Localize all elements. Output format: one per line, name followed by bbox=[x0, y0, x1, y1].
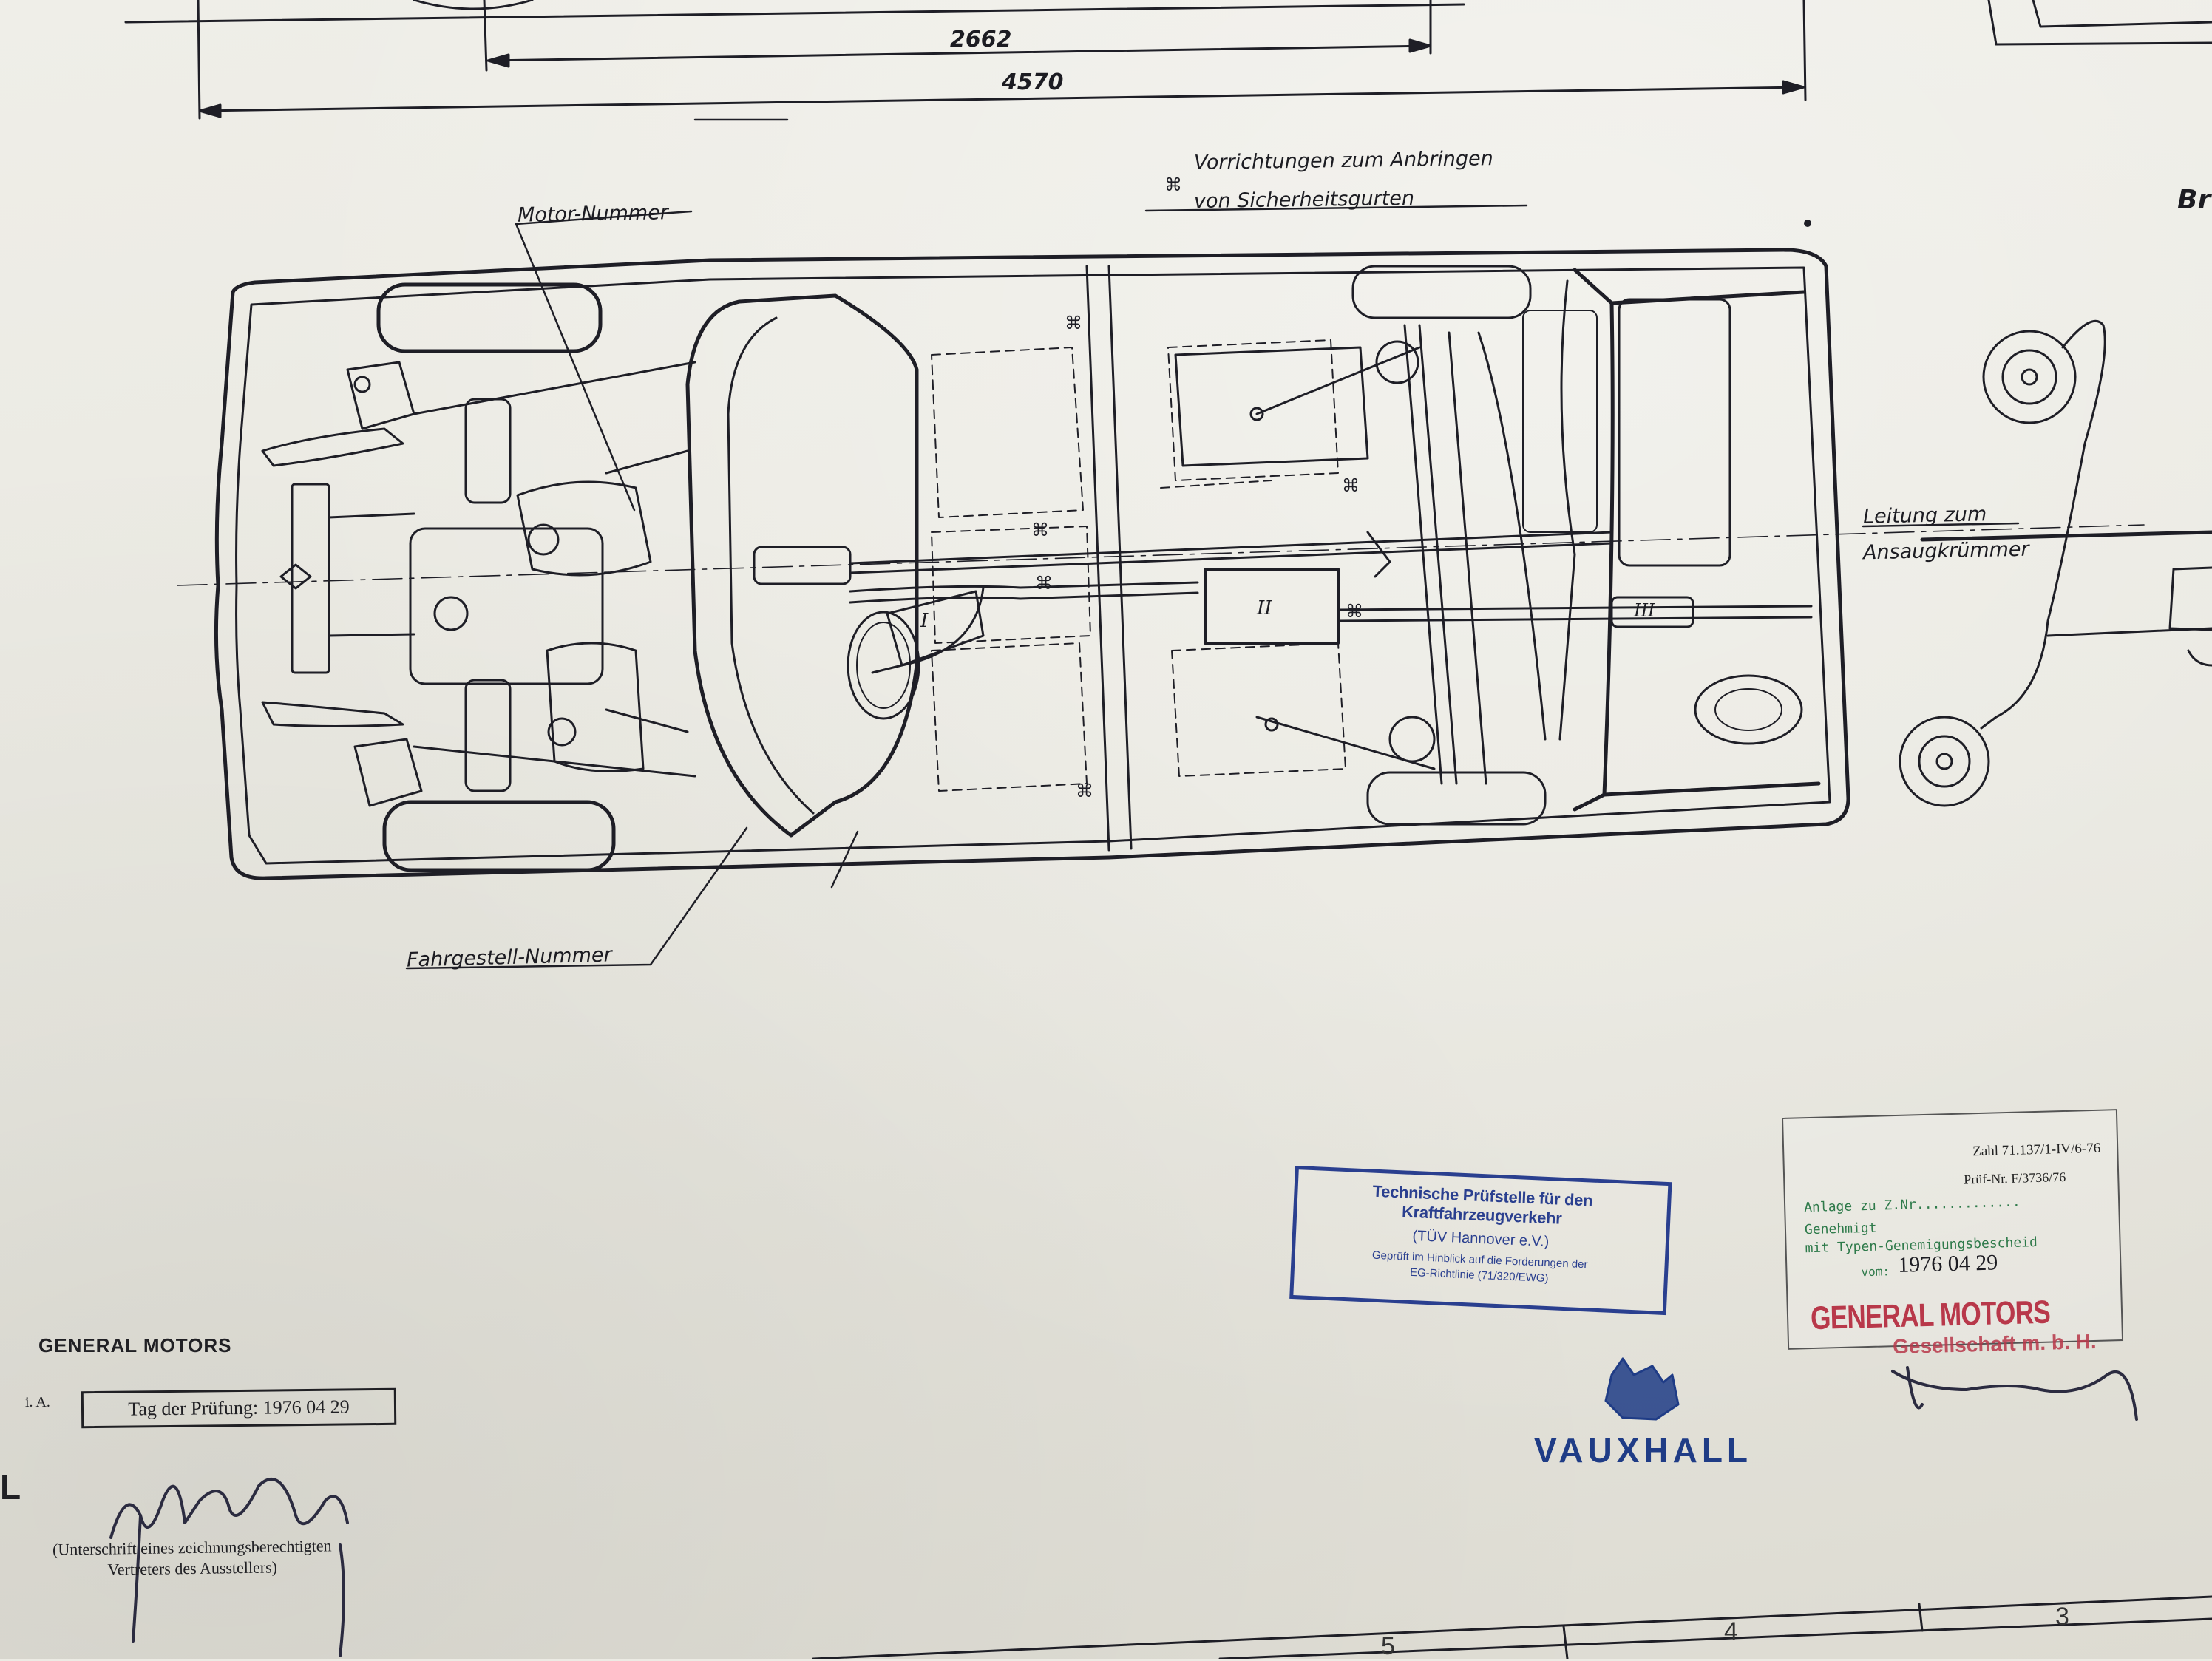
approval-anlage: Anlage zu Z.Nr............. bbox=[1803, 1194, 2021, 1216]
issuer-ia: i. A. bbox=[25, 1394, 50, 1410]
frame-number-5: 5 bbox=[1381, 1632, 1395, 1660]
approval-zahl: Zahl 71.137/1-IV/6-76 bbox=[1972, 1140, 2101, 1160]
svg-text:⌘: ⌘ bbox=[1065, 313, 1082, 333]
svg-text:⌘: ⌘ bbox=[1076, 781, 1093, 801]
vauxhall-logo-text: VAUXHALL bbox=[1534, 1431, 1753, 1470]
svg-text:⌘: ⌘ bbox=[1346, 601, 1363, 622]
svg-text:⌘: ⌘ bbox=[1164, 174, 1182, 195]
intake-line-label-1: Leitung zum bbox=[1862, 503, 1987, 529]
seatbelt-caption-line1: Vorrichtungen zum Anbringen bbox=[1193, 147, 1493, 174]
approval-vom: vom: bbox=[1861, 1264, 1890, 1280]
frame-number-4: 4 bbox=[1724, 1617, 1738, 1645]
svg-text:⌘: ⌘ bbox=[1031, 520, 1049, 540]
issuer-company: GENERAL MOTORS bbox=[38, 1334, 232, 1356]
approval-company-stamp: GENERAL MOTORS bbox=[1810, 1294, 2051, 1337]
roman-numeral-i: I bbox=[920, 610, 929, 632]
partial-label-right: Br bbox=[2177, 185, 2211, 215]
svg-text:⌘: ⌘ bbox=[1342, 475, 1360, 496]
approval-pruef-nr: Prüf-Nr. F/3736/76 bbox=[1963, 1169, 2066, 1187]
svg-text:⌘: ⌘ bbox=[1035, 573, 1053, 594]
tuev-stamp: Technische Prüfstelle für den Kraftfahrz… bbox=[1289, 1166, 1672, 1316]
approval-genehmigt: Genehmigt bbox=[1804, 1220, 1877, 1238]
seatbelt-caption-line2: von Sicherheitsgurten bbox=[1193, 186, 1415, 214]
type-approval-box: Zahl 71.137/1-IV/6-76 Prüf-Nr. F/3736/76… bbox=[1782, 1109, 2124, 1358]
roman-numeral-ii: II bbox=[1257, 597, 1272, 619]
dimension-wheelbase: 2662 bbox=[950, 27, 1012, 52]
dimension-overall-length: 4570 bbox=[1002, 69, 1064, 95]
intake-line-label-2: Ansaugkrümmer bbox=[1862, 537, 2029, 565]
edge-letter: L bbox=[0, 1468, 21, 1507]
signature-caption: (Unterschrift eines zeichnungsberechtigt… bbox=[0, 1535, 384, 1581]
frame-number-3: 3 bbox=[2055, 1603, 2069, 1631]
roman-numeral-iii: III bbox=[1634, 600, 1655, 621]
approval-date: 1976 04 29 bbox=[1897, 1250, 1998, 1277]
motor-number-label: Motor-Nummer bbox=[517, 201, 669, 227]
test-date-box: Tag der Prüfung: 1976 04 29 bbox=[81, 1387, 397, 1429]
